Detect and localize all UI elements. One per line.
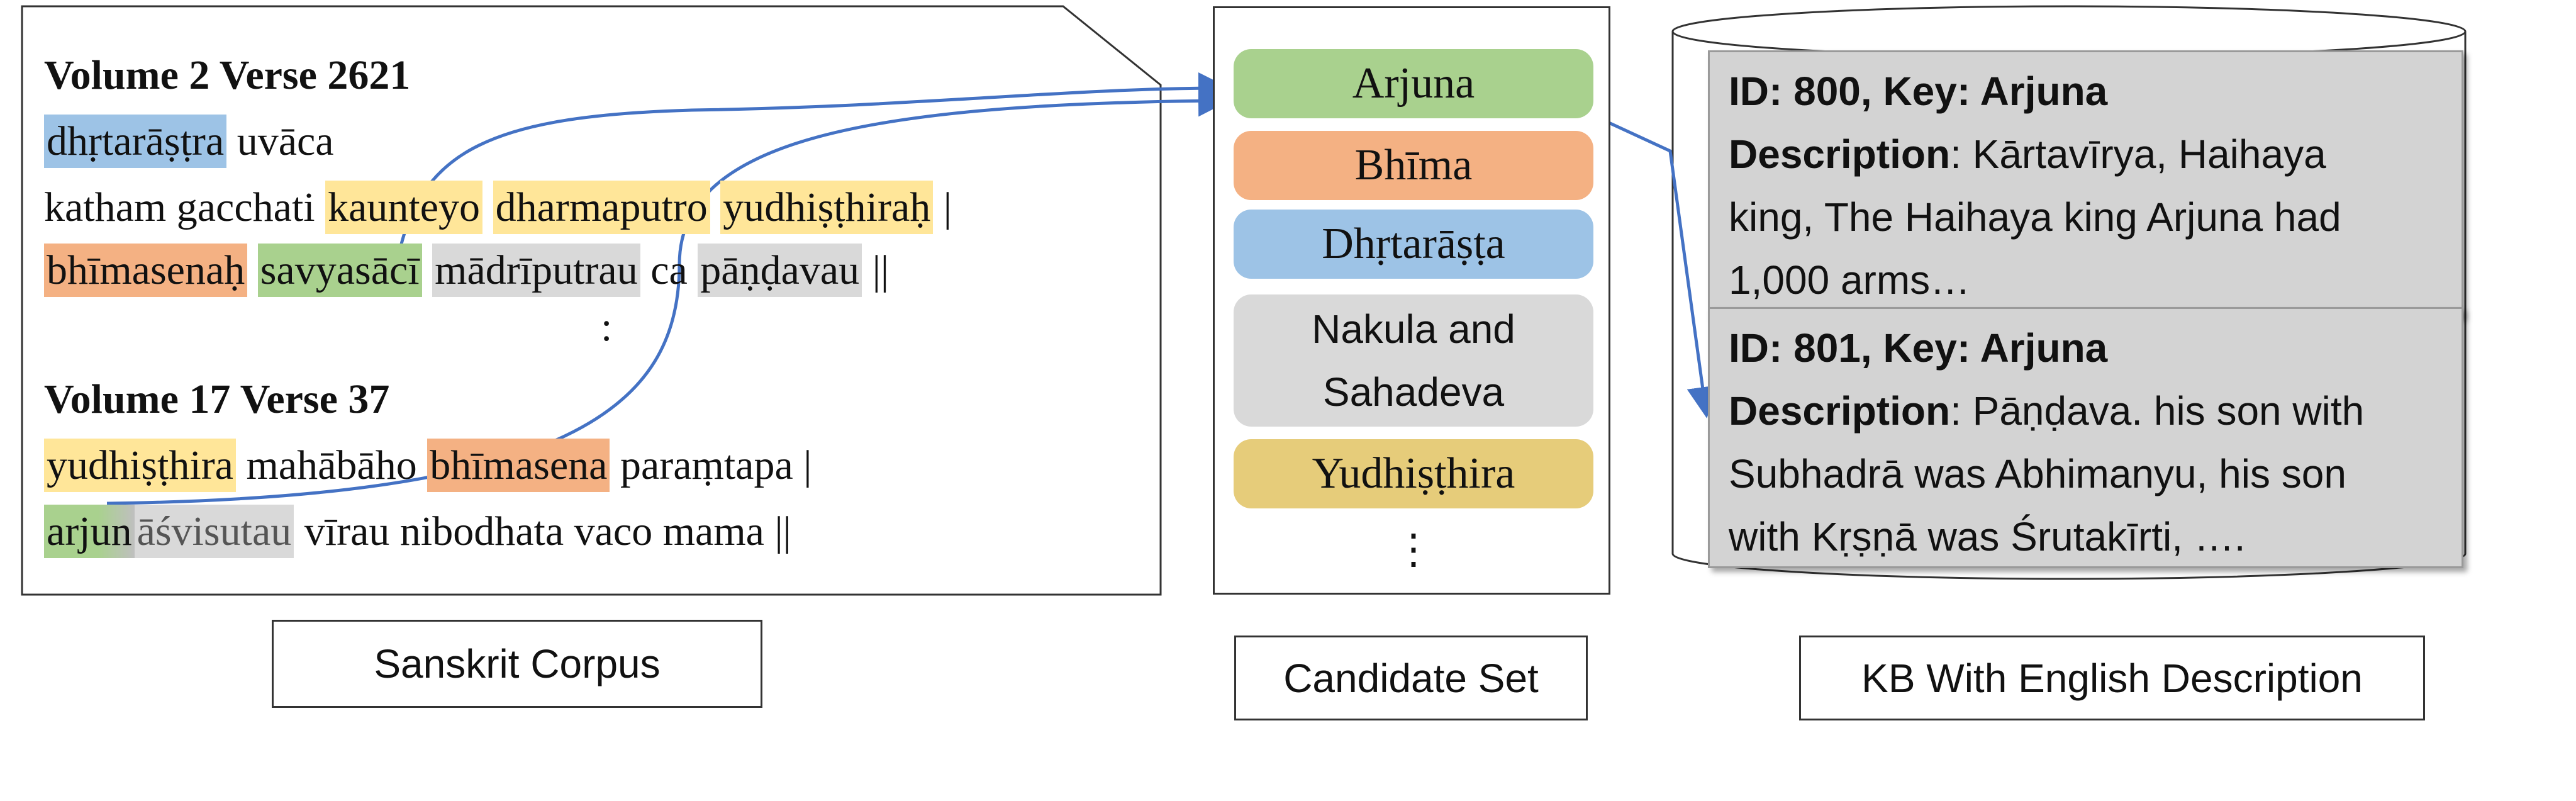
candidate-more-ellipsis: ⋮ (1393, 527, 1434, 573)
candidate-nakula-line: Nakula and (1312, 306, 1515, 352)
mention-yudhisthirah: yudhiṣṭhiraḥ (720, 181, 934, 234)
label-kb-english: KB With English Description (1799, 636, 2425, 720)
verse1-line2: katham gacchati kaunteyo dharmaputro yud… (44, 176, 952, 239)
verse1-heading: Volume 2 Verse 2621 (44, 52, 411, 98)
label-candidate-set: Candidate Set (1234, 636, 1588, 720)
mention-kaunteyo: kaunteyo (325, 181, 483, 234)
mention-arjun: arjun (44, 505, 135, 558)
mention-savyasaci: savyasācī (257, 244, 422, 297)
words-katham-gacchati: katham gacchati (44, 184, 326, 230)
description-text: : Kārtavīrya, Haihaya (1950, 132, 2326, 177)
verse2-heading: Volume 17 Verse 37 (44, 376, 390, 422)
verse-end: || (862, 247, 889, 293)
mention-asvisutau: āśvisutau (134, 505, 294, 558)
word-uvaca: uvāca (226, 118, 334, 164)
candidate-nakula-sahadeva: Nakula and Sahadeva (1234, 294, 1593, 427)
words-virau-nibodhata: vīrau nibodhata vaco mama || (294, 508, 791, 554)
kb-entry-801: ID: 801, Key: Arjuna Description: Pāṇḍav… (1708, 307, 2463, 568)
mention-madriputrau: mādrīputrau (432, 244, 640, 297)
verse2-line1: yudhiṣṭhira mahābāho bhīmasena paraṃtapa… (44, 434, 811, 497)
verse-separator: | (933, 184, 952, 230)
verse1-line1: dhṛtarāṣṭra uvāca (44, 110, 334, 173)
description-text: : Pāṇḍava. his son with (1950, 388, 2365, 434)
mention-dharmaputro: dharmaputro (493, 181, 710, 234)
corpus-ellipsis: : (601, 304, 613, 350)
kb-entry-800-desc-line3: 1,000 arms… (1729, 257, 1971, 303)
mention-yudhisthira: yudhiṣṭhira (44, 439, 236, 492)
candidate-sahadeva-line: Sahadeva (1322, 369, 1505, 415)
mention-bhimasena: bhīmasena (427, 439, 610, 492)
mention-dhrtarastra: dhṛtarāṣṭra (44, 115, 227, 168)
corpus-document-outline (21, 5, 1162, 596)
kb-entry-801-desc-line3: with Kṛṣṇā was Śrutakīrti, …. (1729, 514, 2246, 559)
word-ca: ca (640, 247, 698, 293)
kb-entry-801-id: ID: 801, Key: Arjuna (1729, 325, 2108, 371)
candidate-set-panel: Arjuna Bhīma Dhṛtarāṣṭa Nakula and Sahad… (1213, 6, 1610, 595)
description-label: Description (1729, 132, 1951, 177)
arrow-arjuna-to-kb-entry (1587, 111, 1719, 418)
kb-entry-800: ID: 800, Key: Arjuna Description: Kārtav… (1708, 50, 2463, 318)
kb-entry-800-desc-line2: king, The Haihaya king Arjuna had (1729, 194, 2341, 240)
sanskrit-corpus-panel: Volume 2 Verse 2621 dhṛtarāṣṭra uvāca ka… (22, 6, 1161, 595)
word-paramtapa: paraṃtapa | (610, 442, 812, 488)
kb-cylinder-top (1671, 5, 2467, 58)
label-sanskrit-corpus: Sanskrit Corpus (272, 620, 762, 708)
mention-pandavau: pāṇḍavau (698, 244, 862, 297)
mention-bhimasenah: bhīmasenaḥ (44, 244, 248, 297)
word-mahabaho: mahābāho (235, 442, 428, 488)
candidate-yudhisthira: Yudhiṣṭhira (1234, 439, 1593, 508)
candidate-arjuna: Arjuna (1234, 49, 1593, 118)
kb-entry-800-desc-line1: Description: Kārtavīrya, Haihaya (1729, 123, 2443, 186)
kb-entry-801-desc-line2: Subhadrā was Abhimanyu, his son (1729, 451, 2346, 496)
candidate-dhrtarasta: Dhṛtarāṣṭa (1234, 210, 1593, 279)
kb-entry-801-desc-line1: Description: Pāṇḍava. his son with (1729, 379, 2443, 442)
candidate-bhima: Bhīma (1234, 131, 1593, 200)
verse1-line3: bhīmasenaḥ savyasācī mādrīputrau ca pāṇḍ… (44, 239, 889, 302)
kb-entry-800-id: ID: 800, Key: Arjuna (1729, 69, 2108, 114)
description-label: Description (1729, 388, 1951, 434)
